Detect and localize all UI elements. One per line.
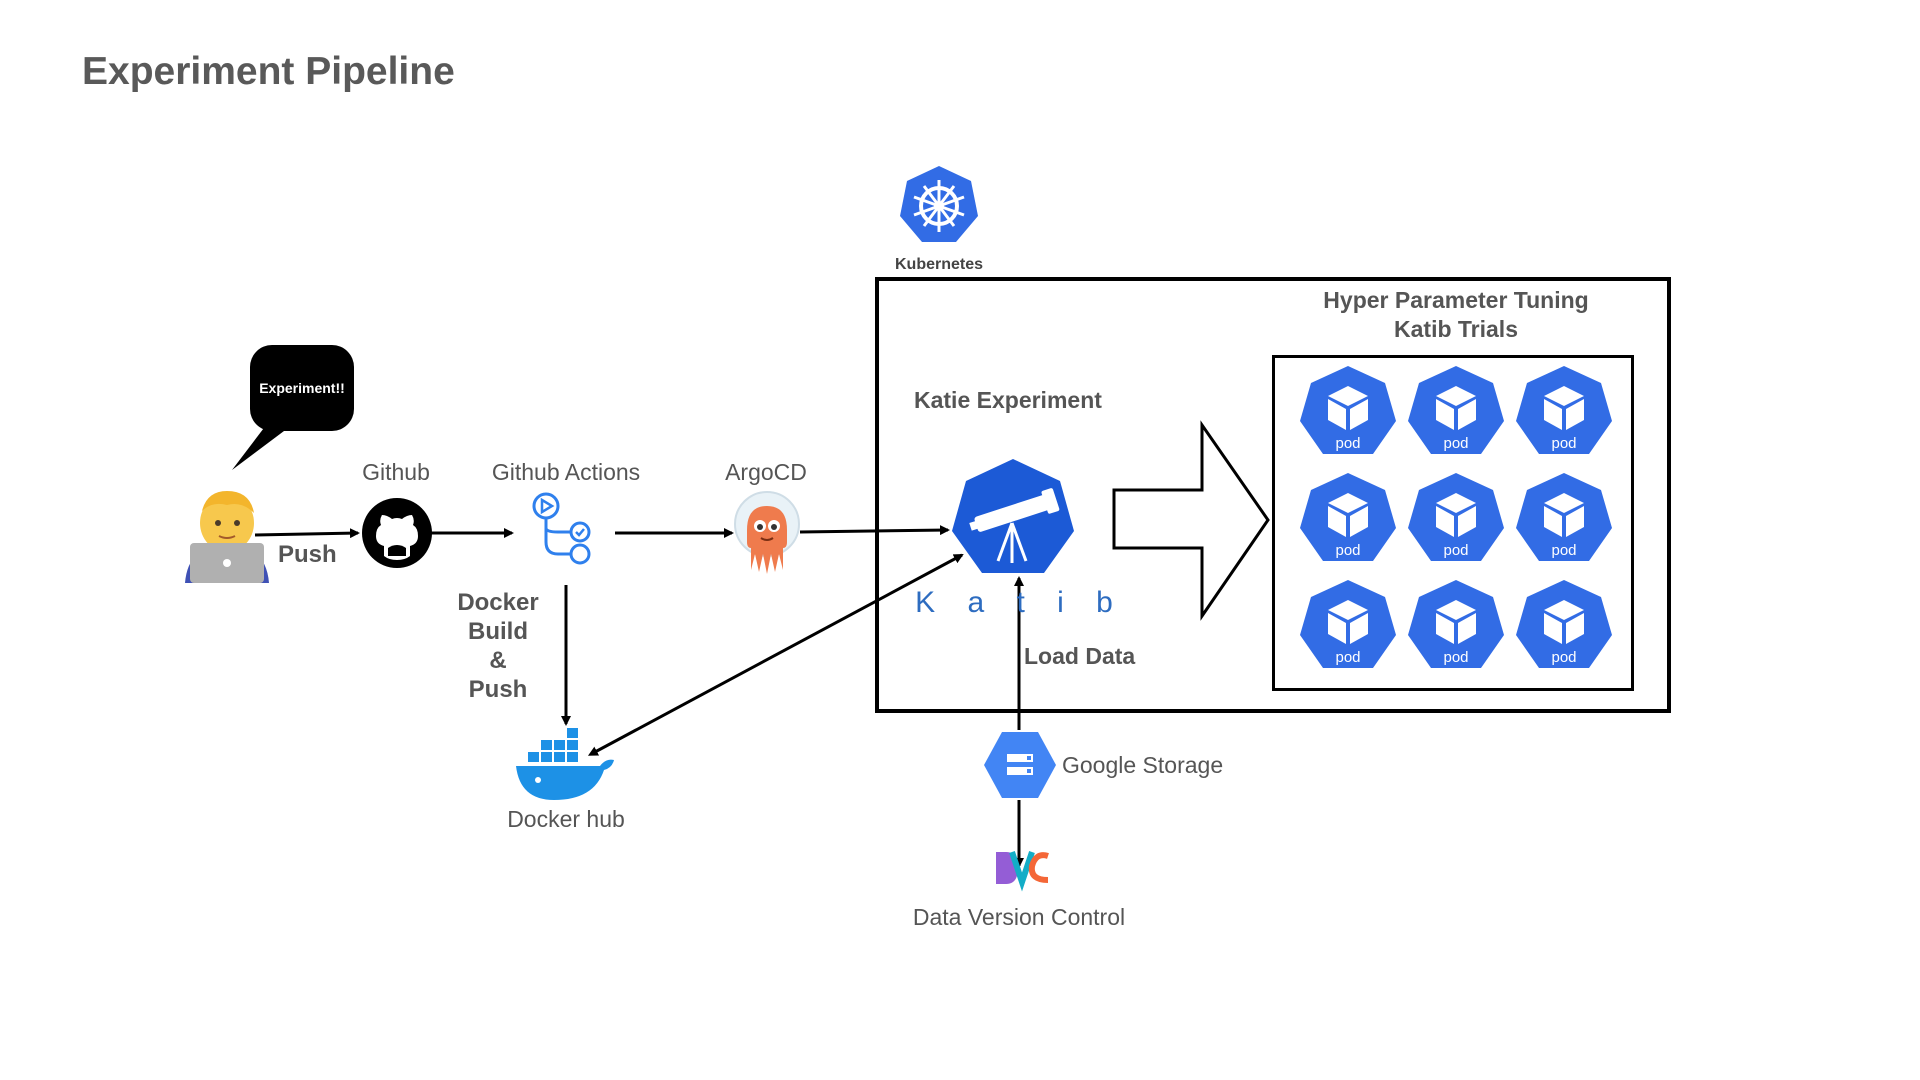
github-label: Github (362, 459, 430, 485)
pod-icon: pod (1404, 471, 1508, 571)
pod-label: pod (1551, 542, 1576, 559)
speech-bubble: Experiment!! (250, 345, 354, 431)
katib-wordmark: K a t i b (915, 586, 1125, 619)
katib-experiment-label: Katie Experiment (914, 387, 1102, 413)
pod-label: pod (1335, 435, 1360, 452)
pod-label: pod (1443, 649, 1468, 666)
developer-laptop-icon (182, 483, 272, 583)
arrow-dockerhub-katib (587, 553, 964, 756)
kubernetes-cluster-box (875, 277, 1671, 713)
google-storage-label: Google Storage (1062, 752, 1224, 778)
github-actions-icon (528, 492, 598, 570)
docker-icon (514, 728, 618, 802)
pod-icon: pod (1512, 364, 1616, 464)
github-actions-label: Github Actions (491, 459, 641, 485)
pod-label: pod (1551, 435, 1576, 452)
arrow-dev-to-github (254, 528, 360, 539)
big-hollow-arrow (1112, 420, 1270, 621)
kubernetes-label: Kubernetes (894, 256, 984, 273)
pod-icon: pod (1512, 471, 1616, 571)
pod-icon: pod (1296, 364, 1400, 464)
katib-trials-box (1272, 355, 1634, 691)
tuning-title-line-1: Hyper Parameter Tuning (1323, 287, 1589, 313)
pod-icon: pod (1404, 364, 1508, 464)
pod-label: pod (1551, 649, 1576, 666)
docker-build-line: Push (468, 676, 528, 703)
docker-hub-label: Docker hub (507, 806, 625, 832)
kubernetes-icon (898, 164, 980, 244)
dvc-icon (992, 846, 1050, 892)
edge-label-push: Push (278, 541, 337, 568)
pod-label: pod (1335, 542, 1360, 559)
tuning-title-line-2: Katib Trials (1394, 316, 1518, 342)
arrow-argocd-to-katib (799, 525, 950, 536)
page-title: Experiment Pipeline (82, 50, 455, 93)
edge-label-docker-build: Docker Build & Push (456, 588, 540, 704)
github-icon (362, 498, 432, 568)
speech-bubble-text: Experiment!! (259, 380, 345, 396)
pod-label: pod (1335, 649, 1360, 666)
argocd-label: ArgoCD (725, 459, 807, 485)
argocd-icon (733, 490, 801, 576)
pod-icon: pod (1404, 578, 1508, 678)
dvc-label: Data Version Control (912, 904, 1126, 930)
katib-telescope-icon (948, 457, 1078, 583)
docker-build-line: & (489, 647, 507, 674)
pod-icon: pod (1296, 578, 1400, 678)
google-storage-icon (983, 730, 1057, 800)
docker-build-line: Docker (457, 589, 539, 616)
pod-label: pod (1443, 542, 1468, 559)
pod-icon: pod (1512, 578, 1616, 678)
tuning-title: Hyper Parameter Tuning Katib Trials (1323, 286, 1588, 344)
pod-label: pod (1443, 435, 1468, 452)
edge-label-load-data: Load Data (1024, 643, 1136, 669)
docker-build-line: Build (468, 618, 528, 645)
pod-icon: pod (1296, 471, 1400, 571)
